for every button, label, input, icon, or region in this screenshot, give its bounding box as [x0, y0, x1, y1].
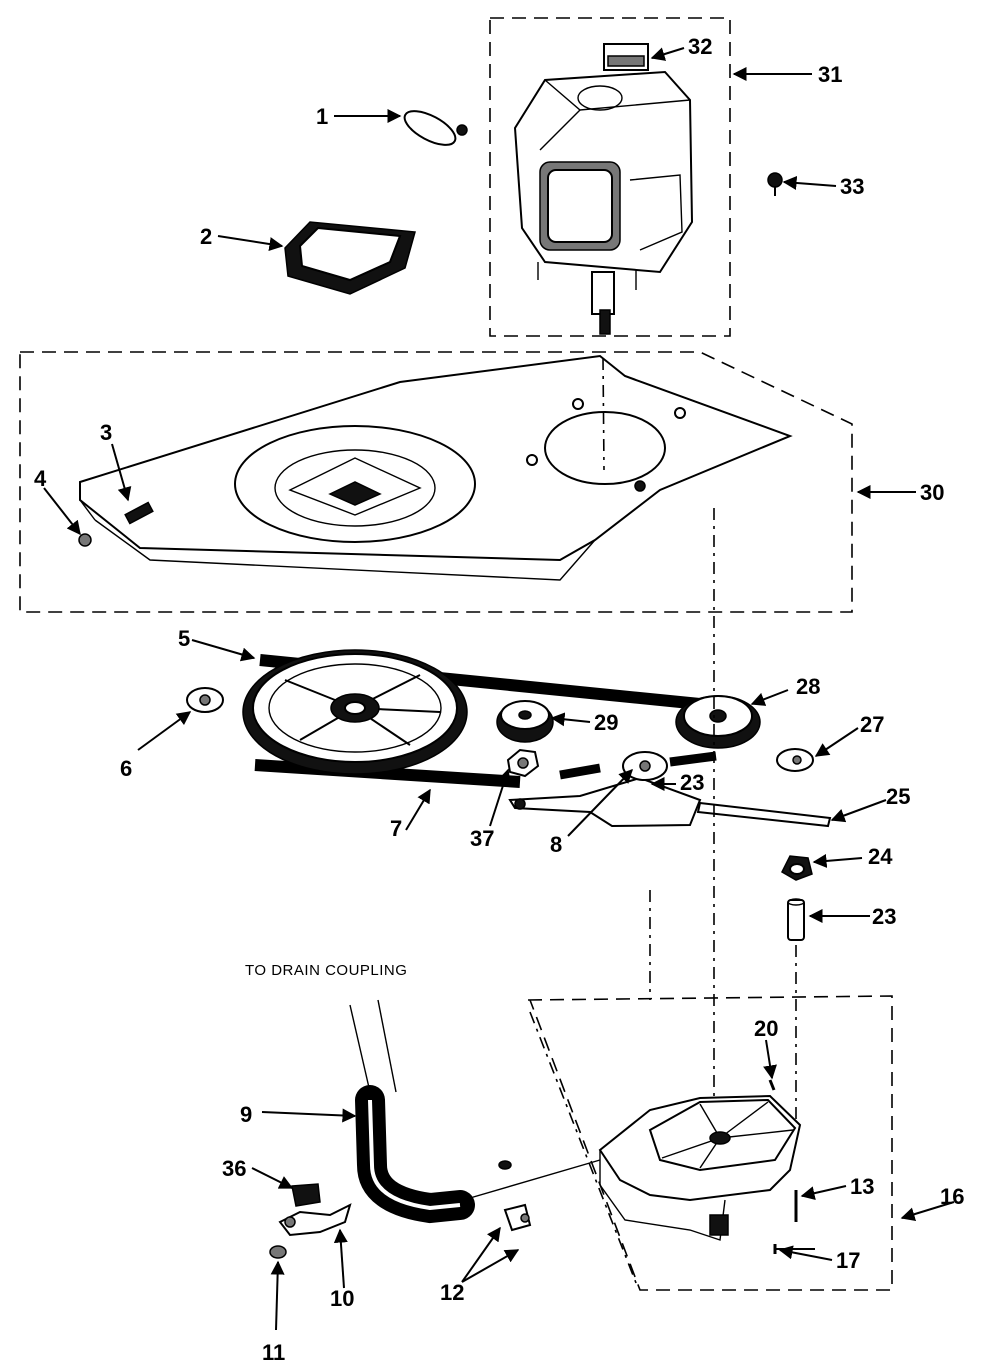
callout-25: 25 [886, 784, 910, 809]
callout-11: 11 [262, 1340, 285, 1365]
filter-pad [284, 221, 416, 295]
callout-17: 17 [836, 1248, 860, 1273]
clamp-screw [269, 1245, 287, 1259]
drain-hose [349, 999, 601, 1224]
hose-clamp [278, 1203, 352, 1237]
drive-pulley [242, 649, 468, 775]
pivot-pin [787, 898, 805, 941]
callout-2: 2 [200, 224, 212, 249]
base-nut [78, 533, 92, 547]
drain-clips [498, 1160, 532, 1232]
callout-37: 37 [470, 826, 494, 851]
callout-3: 3 [100, 420, 112, 445]
idler-nut [506, 748, 540, 778]
callout-27: 27 [860, 712, 884, 737]
callout-28: 28 [796, 674, 820, 699]
motor-pulley-washer [776, 748, 814, 772]
callout-20: 20 [754, 1016, 778, 1041]
callout-10: 10 [330, 1286, 354, 1311]
callout-24: 24 [868, 844, 893, 869]
pulley-washer [186, 687, 224, 713]
callout-1: 1 [316, 104, 328, 129]
gear-case-clip [768, 1079, 776, 1091]
drain-coupling-caption: TO DRAIN COUPLING [245, 962, 407, 979]
callout-8: 8 [550, 832, 562, 857]
callout-32: 32 [688, 34, 712, 59]
callout-5: 5 [178, 626, 190, 651]
callout-13: 13 [850, 1174, 874, 1199]
callout-23-upper: 23 [680, 770, 704, 795]
callout-30: 30 [920, 480, 944, 505]
base-plate [79, 354, 793, 581]
adjustment-rod [696, 801, 832, 828]
callout-6: 6 [120, 756, 132, 781]
callout-7: 7 [390, 816, 402, 841]
idler-pulley [496, 700, 554, 743]
callout-23-lower: 23 [872, 904, 896, 929]
callout-labels: 1 2 3 4 5 6 7 37 8 9 36 10 11 12 13 16 1… [34, 34, 964, 1365]
callout-9: 9 [240, 1102, 252, 1127]
leader-lines [43, 47, 955, 1331]
motor-group-box [489, 17, 731, 337]
gear-case [598, 1094, 802, 1241]
motor-clip [767, 172, 783, 196]
callout-31: 31 [818, 62, 842, 87]
callout-4: 4 [34, 466, 47, 491]
callout-12: 12 [440, 1280, 464, 1305]
wire-clip [403, 110, 468, 146]
transmission-group-box [527, 995, 893, 1291]
callout-36: 36 [222, 1156, 246, 1181]
clamp-clip [291, 1183, 321, 1207]
spring-clip [781, 855, 813, 881]
drive-motor [513, 70, 694, 335]
motor-pulley [675, 695, 761, 749]
idler-spring [559, 751, 717, 780]
callout-29: 29 [594, 710, 618, 735]
base-bolt [124, 501, 154, 525]
callout-33: 33 [840, 174, 864, 199]
motor-terminal-block [603, 43, 649, 71]
callout-16: 16 [940, 1184, 964, 1209]
